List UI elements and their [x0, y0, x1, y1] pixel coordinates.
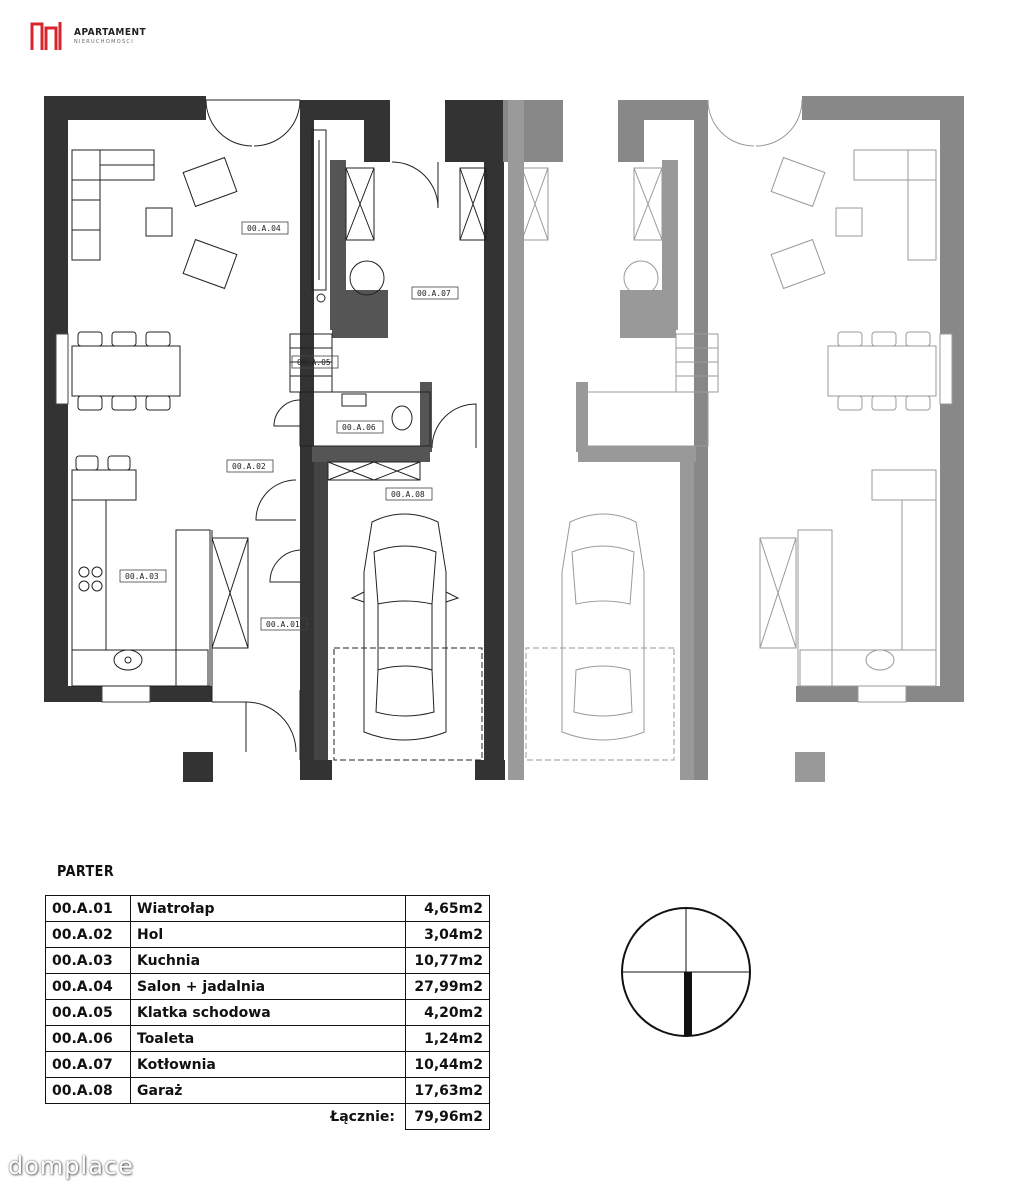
sofa [71, 149, 101, 261]
door-swing [391, 161, 439, 209]
room-area: 4,65m2 [405, 895, 490, 922]
room-code: 00.A.01 [45, 895, 131, 922]
room-label: 00.A.02 [232, 462, 266, 471]
logo-subtitle: NIERUCHOMOŚCI [74, 38, 134, 45]
room-name: Kotłownia [130, 1051, 406, 1078]
door-swing [245, 701, 297, 753]
room-code: 00.A.08 [45, 1077, 131, 1104]
room-code: 00.A.03 [45, 947, 131, 974]
total-label: Łącznie: [330, 1108, 395, 1125]
room-area: 1,24m2 [405, 1025, 490, 1052]
door-swing [269, 549, 301, 583]
wall [420, 382, 432, 452]
room-labels: 00.A.04 00.A.07 00.A.05 00.A.06 00.A.02 … [119, 221, 459, 631]
door-swing [253, 99, 301, 147]
boiler [349, 260, 385, 296]
room-label: 00.A.04 [247, 224, 281, 233]
room-name: Klatka schodowa [130, 999, 406, 1026]
armchair [182, 156, 238, 208]
logo: APARTAMENT NIERUCHOMOŚCI [30, 20, 146, 52]
pillar [183, 752, 213, 782]
wall [314, 462, 328, 780]
cabinet [459, 167, 487, 241]
dining-table [71, 345, 181, 397]
unit-b [503, 96, 964, 782]
room-area: 17,63m2 [405, 1077, 490, 1104]
toilet [391, 405, 413, 431]
room-code: 00.A.07 [45, 1051, 131, 1078]
counter [175, 529, 211, 687]
door-swing [273, 399, 301, 427]
wall [302, 760, 332, 780]
counter [71, 649, 209, 687]
car [350, 513, 460, 741]
wall [484, 100, 504, 780]
room-name: Wiatrołap [130, 895, 406, 922]
total-row: Łącznie: 79,96m2 [46, 1103, 490, 1130]
washbasin [341, 393, 367, 407]
room-name: Garaż [130, 1077, 406, 1104]
wall [312, 446, 430, 462]
room-code: 00.A.05 [45, 999, 131, 1026]
armchair [182, 238, 238, 290]
wall [44, 96, 206, 120]
room-label: 00.A.01 [266, 620, 300, 629]
room-code: 00.A.02 [45, 921, 131, 948]
room-label: 00.A.05 [297, 358, 331, 367]
room-area: 27,99m2 [405, 973, 490, 1000]
room-area: 10,44m2 [405, 1051, 490, 1078]
room-label: 00.A.03 [125, 572, 159, 581]
door-swing [431, 403, 477, 449]
room-name: Kuchnia [130, 947, 406, 974]
logo-name: APARTAMENT [74, 26, 147, 38]
wall [475, 760, 505, 780]
room-code: 00.A.06 [45, 1025, 131, 1052]
unit-a [44, 96, 505, 782]
wall [330, 160, 346, 330]
blank-cell [46, 1104, 131, 1130]
door-swing [255, 479, 297, 521]
room-code: 00.A.04 [45, 973, 131, 1000]
room-name: Hol [130, 921, 406, 948]
floor-title: PARTER [57, 862, 115, 880]
wc-wall [299, 391, 431, 447]
room-label: 00.A.07 [417, 289, 451, 298]
room-area: 4,20m2 [405, 999, 490, 1026]
sink [113, 649, 143, 671]
watermark: domplace [8, 1152, 134, 1180]
room-label: 00.A.06 [342, 423, 376, 432]
cabinet [345, 167, 375, 241]
wall [150, 686, 212, 702]
total-value: 79,96m2 [405, 1103, 490, 1130]
room-area: 3,04m2 [405, 921, 490, 948]
room-name: Toaleta [130, 1025, 406, 1052]
coffee-table [145, 207, 173, 237]
door-swing [205, 99, 253, 147]
kitchen-bar [71, 469, 137, 501]
window [55, 333, 69, 405]
room-area: 10,77m2 [405, 947, 490, 974]
room-label: 00.A.08 [391, 490, 425, 499]
window [101, 685, 151, 703]
garage-door [333, 647, 483, 761]
wall [44, 686, 102, 702]
logo-mark-icon [30, 22, 62, 50]
wall [364, 100, 390, 162]
room-name: Salon + jadalnia [130, 973, 406, 1000]
shelf [327, 461, 421, 481]
compass-icon [621, 907, 751, 1037]
wall [300, 100, 314, 780]
